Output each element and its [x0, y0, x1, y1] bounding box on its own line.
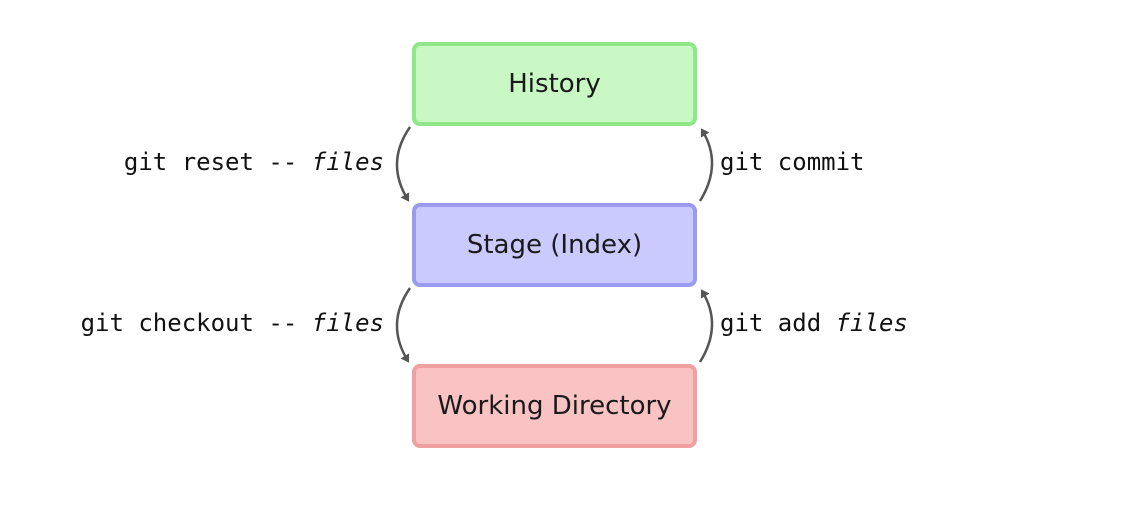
working-directory-node: Working Directory [412, 364, 697, 448]
git-commit-command: git commit [720, 148, 865, 176]
git-checkout-command: git checkout -- [80, 309, 312, 337]
reset-arrow [395, 126, 412, 202]
git-add-arg: files [835, 309, 908, 337]
git-commit-label: git commit [720, 150, 865, 174]
stage-node: Stage (Index) [412, 203, 697, 287]
stage-label: Stage (Index) [466, 230, 643, 260]
git-reset-command: git reset -- [123, 148, 312, 176]
git-checkout-arg: files [311, 309, 384, 337]
history-node: History [412, 42, 697, 126]
git-add-label: git add files [720, 311, 908, 335]
add-arrow [698, 289, 714, 363]
history-label: History [508, 69, 601, 99]
commit-arrow [698, 128, 714, 202]
checkout-arrow [395, 287, 412, 363]
git-reset-label: git reset -- files [124, 150, 384, 174]
git-reset-arg: files [311, 148, 384, 176]
git-checkout-label: git checkout -- files [81, 311, 384, 335]
working-directory-label: Working Directory [437, 391, 672, 421]
git-add-command: git add [720, 309, 836, 337]
